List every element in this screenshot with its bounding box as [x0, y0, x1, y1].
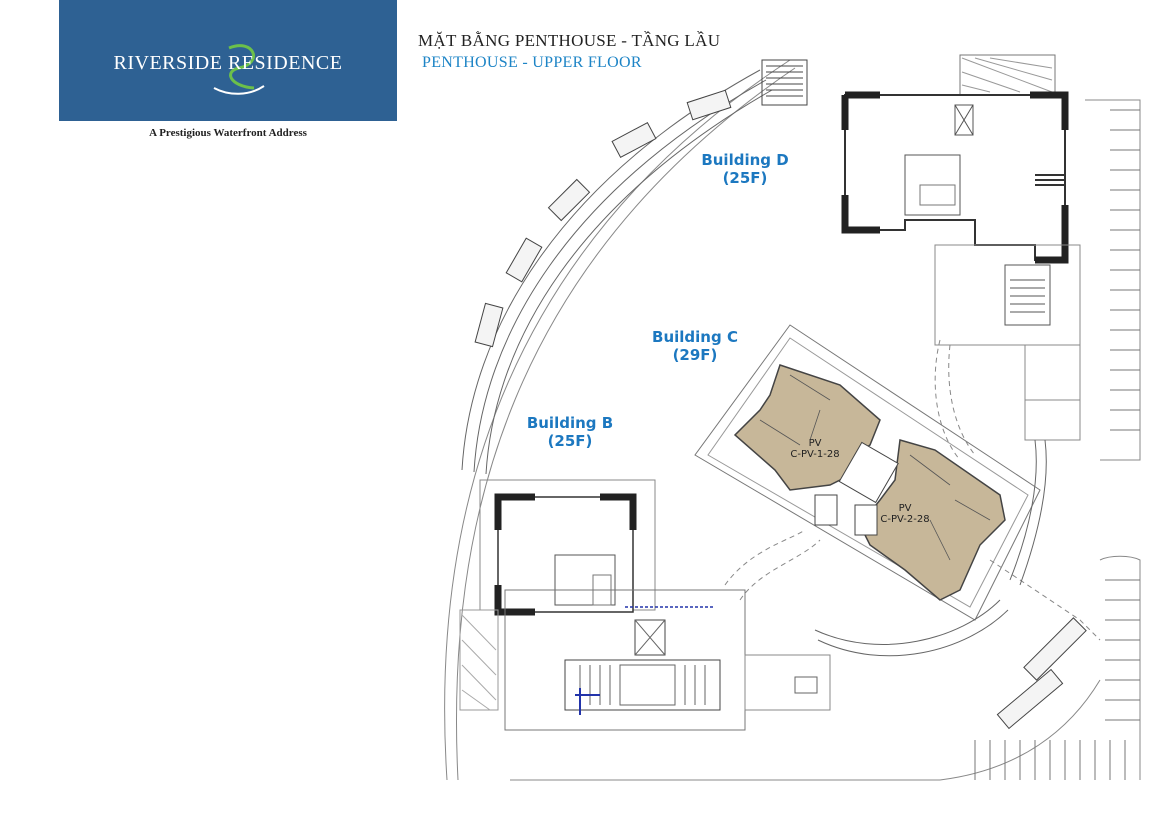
logo-tagline: A Prestigious Waterfront Address: [149, 127, 307, 139]
unit-type: PV: [898, 503, 912, 514]
building-b-label: Building B (25F): [515, 414, 625, 450]
building-c-label: Building C (29F): [640, 328, 750, 364]
unit-label: PV C-PV-1-28: [775, 438, 855, 460]
unit-type: PV: [808, 438, 822, 449]
stair-top: [761, 59, 808, 106]
building-d-floors: (25F): [722, 169, 768, 187]
south-walkway: [814, 439, 1047, 657]
unit-code: C-PV-2-28: [880, 514, 930, 525]
unit-label: PV C-PV-2-28: [865, 503, 945, 525]
site-boundary: [444, 59, 1141, 781]
parking-stripes: [974, 109, 1140, 780]
building-b-floors: (25F): [547, 432, 593, 450]
building-d-name: Building D: [701, 151, 789, 169]
dashed-paths: [724, 339, 1101, 641]
logo-swirl-icon: [213, 44, 265, 95]
unit-code: C-PV-1-28: [790, 449, 840, 460]
building-d-label: Building D (25F): [690, 151, 800, 187]
page-title-english: PENTHOUSE - UPPER FLOOR: [422, 54, 642, 71]
logo-banner: RIVERSIDE RESIDENCE: [59, 0, 397, 121]
east-seating: [996, 617, 1087, 730]
building-d-plan: [841, 54, 1081, 346]
building-b-name: Building B: [526, 414, 614, 432]
building-b-plan: [459, 479, 831, 731]
page-title-vietnamese: MẶT BẰNG PENTHOUSE - TẦNG LẦU: [418, 31, 721, 50]
logo-text: RIVERSIDE RESIDENCE: [113, 52, 343, 74]
arc-benches: [474, 89, 732, 348]
promenade-arc: [461, 69, 773, 475]
building-c-plan: [694, 324, 1041, 621]
east-structures: [1024, 344, 1081, 441]
building-c-name: Building C: [652, 328, 738, 346]
building-c-floors: (29F): [672, 346, 718, 364]
